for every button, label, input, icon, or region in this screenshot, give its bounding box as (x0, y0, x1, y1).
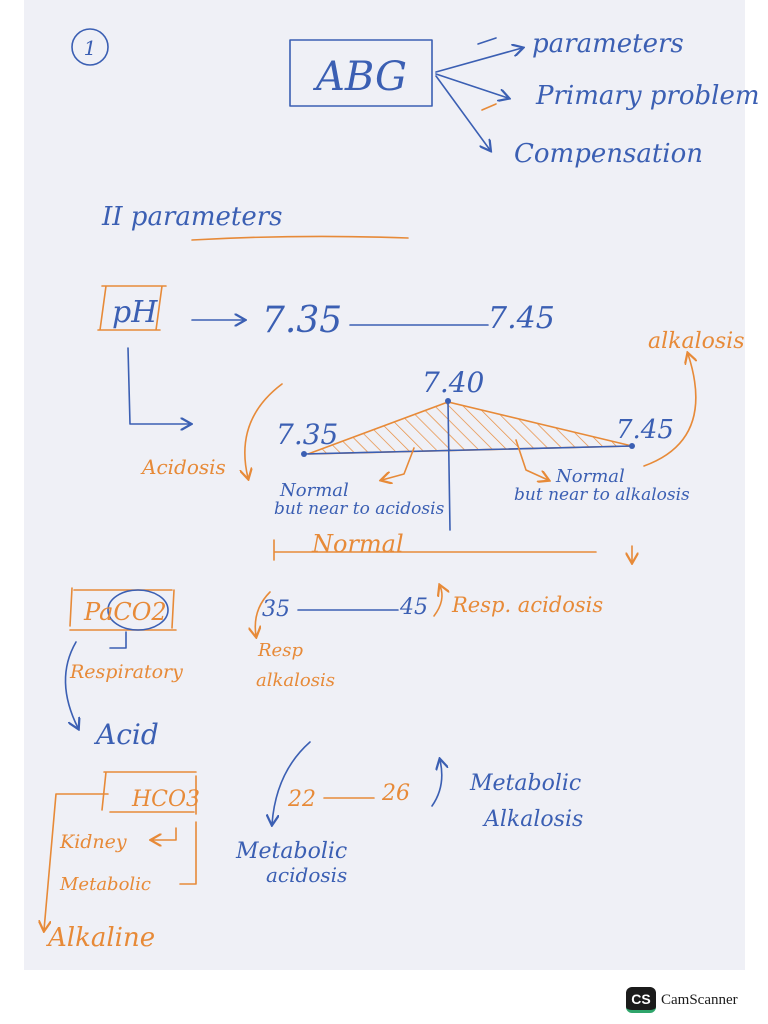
paco2-low-note-2: alkalosis (256, 670, 335, 691)
abg-branch-parameters: parameters (532, 29, 684, 59)
ph-range-high: 7.45 (488, 301, 555, 336)
camscanner-logo: CS (626, 987, 656, 1013)
paco2-high-note: Resp. acidosis (451, 593, 603, 617)
ph-normal-label: Normal (311, 530, 404, 558)
ph-box (97, 285, 167, 331)
paper-sheet (24, 0, 745, 970)
paco2-source: Respiratory (69, 661, 183, 683)
ph-mid-dot (445, 398, 451, 404)
abg-tick-2 (481, 103, 497, 111)
hco3-low-note-1: Metabolic (235, 839, 347, 864)
paco2-type: Acid (93, 718, 159, 751)
paco2-tick (109, 631, 127, 649)
ph-right-value: 7.45 (616, 415, 674, 445)
hco3-low: 22 (287, 787, 316, 812)
ph-label: pH (112, 295, 158, 330)
abg-branch-primary-problem: Primary problem (535, 81, 760, 111)
ph-right-note-2: but near to alkalosis (514, 485, 690, 505)
kidney-bracket (179, 821, 197, 885)
hco3-high-note-2: Alkalosis (482, 807, 583, 832)
page-number: 1 (84, 36, 97, 60)
section-heading: II parameters (101, 202, 283, 232)
hco3-type-1: Metabolic (59, 874, 151, 895)
respiratory-arrow (64, 641, 78, 728)
hco3-low-note-2: acidosis (266, 863, 347, 887)
ph-acidosis-label: Acidosis (140, 455, 226, 479)
hco3-up-arrow (431, 760, 442, 807)
abg-branch-compensation: Compensation (514, 139, 703, 169)
hco3-high-note-1: Metabolic (469, 771, 581, 796)
camscanner-name: CamScanner (661, 991, 738, 1008)
ph-right-note-1: Normal (555, 466, 625, 487)
acidosis-arrow (245, 383, 283, 478)
camscanner-watermark: CS CamScanner (626, 986, 738, 1014)
ph-left-note-1: Normal (279, 480, 349, 501)
normal-bracket (273, 539, 632, 562)
paco2-up-arrow (433, 586, 442, 617)
ph-center-line (447, 401, 451, 531)
ph-baseline (303, 445, 633, 455)
heading-underline (191, 235, 409, 241)
paco2-low: 35 (262, 597, 290, 622)
ph-alkalosis-label: alkalosis (648, 329, 745, 354)
paco2-box (69, 587, 177, 631)
right-note-arrow (515, 439, 548, 480)
paco2-low-note-1: Resp (257, 640, 303, 661)
kidney-arrow (152, 827, 177, 840)
hco3-box (101, 771, 197, 815)
co2-circle (107, 589, 169, 631)
abg-box (289, 39, 433, 107)
paco2-range-arc (255, 591, 271, 636)
abg-title: ABG (312, 54, 407, 100)
paco2-high: 45 (399, 595, 428, 620)
ph-range-low: 7.35 (262, 300, 342, 341)
left-note-arrow (382, 447, 415, 480)
ph-triangle-hatched (307, 401, 633, 455)
ph-left-dot (301, 451, 307, 457)
ph-left-note-2: but near to acidosis (274, 499, 445, 519)
hco3-source: Kidney (59, 831, 127, 853)
ph-midpoint: 7.40 (422, 366, 484, 399)
ph-right-dot (629, 443, 635, 449)
page-number-circle (71, 28, 109, 66)
hco3-label: HCO3 (131, 787, 200, 812)
abg-arrow-2 (435, 73, 508, 98)
abg-arrow-1 (435, 48, 522, 73)
alkalosis-arrow (643, 354, 696, 467)
abg-tick-1 (477, 37, 497, 45)
hco3-high: 26 (381, 781, 410, 806)
ph-left-value: 7.35 (276, 418, 338, 451)
hco3-type-2: Alkaline (46, 923, 155, 953)
ph-bracket (127, 347, 190, 424)
hco3-bracket (44, 793, 109, 930)
hco3-range-arc (272, 741, 311, 824)
paco2-label: PaCO2 (83, 598, 167, 626)
abg-arrow-3 (435, 75, 490, 150)
